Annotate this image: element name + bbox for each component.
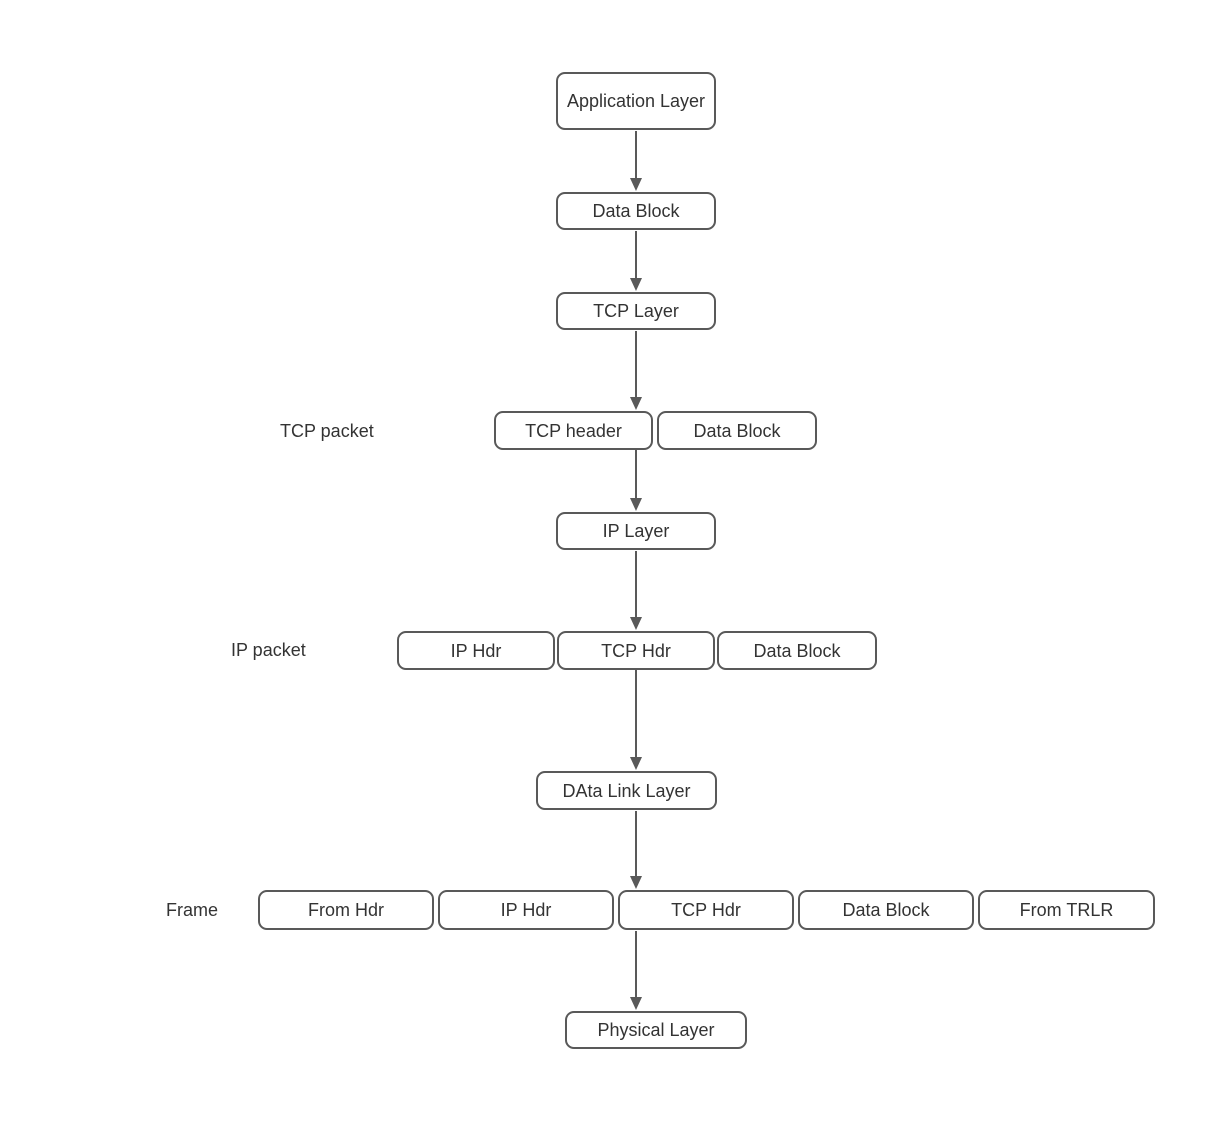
node-frame-from-hdr: From Hdr (258, 890, 434, 930)
arrowhead-icon (629, 997, 642, 1010)
node-application-layer: Application Layer (556, 72, 716, 130)
arrow-iplayer-to-ippacket (629, 551, 642, 630)
node-frame-data-block: Data Block (798, 890, 974, 930)
arrow-datablock-to-tcplayer (629, 231, 642, 291)
node-tcp-packet-tcp-header: TCP header (494, 411, 653, 450)
arrowhead-icon (629, 617, 642, 630)
arrow-shaft (634, 331, 637, 397)
arrow-shaft (634, 231, 637, 278)
arrow-datalink-to-frame (629, 811, 642, 889)
arrowhead-icon (629, 498, 642, 511)
node-frame-ip-hdr: IP Hdr (438, 890, 614, 930)
caption-tcp-packet: TCP packet (280, 421, 374, 441)
arrow-shaft (634, 450, 637, 498)
node-ip-packet-data-block: Data Block (717, 631, 877, 670)
node-ip-layer: IP Layer (556, 512, 716, 550)
node-ip-packet-tcp-hdr: TCP Hdr (557, 631, 715, 670)
arrow-shaft (634, 131, 637, 178)
arrowhead-icon (629, 876, 642, 889)
arrowhead-icon (629, 397, 642, 410)
node-tcp-layer: TCP Layer (556, 292, 716, 330)
arrow-tcplayer-to-tcppacket (629, 331, 642, 410)
arrow-tcppacket-to-iplayer (629, 450, 642, 511)
arrowhead-icon (629, 178, 642, 191)
node-frame-tcp-hdr: TCP Hdr (618, 890, 794, 930)
arrow-ippacket-to-datalink (629, 670, 642, 770)
arrow-shaft (634, 551, 637, 617)
caption-ip-packet: IP packet (231, 640, 306, 660)
node-data-block: Data Block (556, 192, 716, 230)
arrow-app-to-datablock (629, 131, 642, 191)
arrowhead-icon (629, 278, 642, 291)
node-tcp-packet-data-block: Data Block (657, 411, 817, 450)
node-frame-from-trlr: From TRLR (978, 890, 1155, 930)
node-physical-layer: Physical Layer (565, 1011, 747, 1049)
arrowhead-icon (629, 757, 642, 770)
node-ip-packet-ip-hdr: IP Hdr (397, 631, 555, 670)
arrow-shaft (634, 811, 637, 876)
arrow-shaft (634, 931, 637, 997)
arrow-shaft (634, 670, 637, 757)
node-data-link-layer: DAta Link Layer (536, 771, 717, 810)
caption-frame: Frame (166, 900, 219, 920)
arrow-frame-to-physical (629, 931, 642, 1010)
